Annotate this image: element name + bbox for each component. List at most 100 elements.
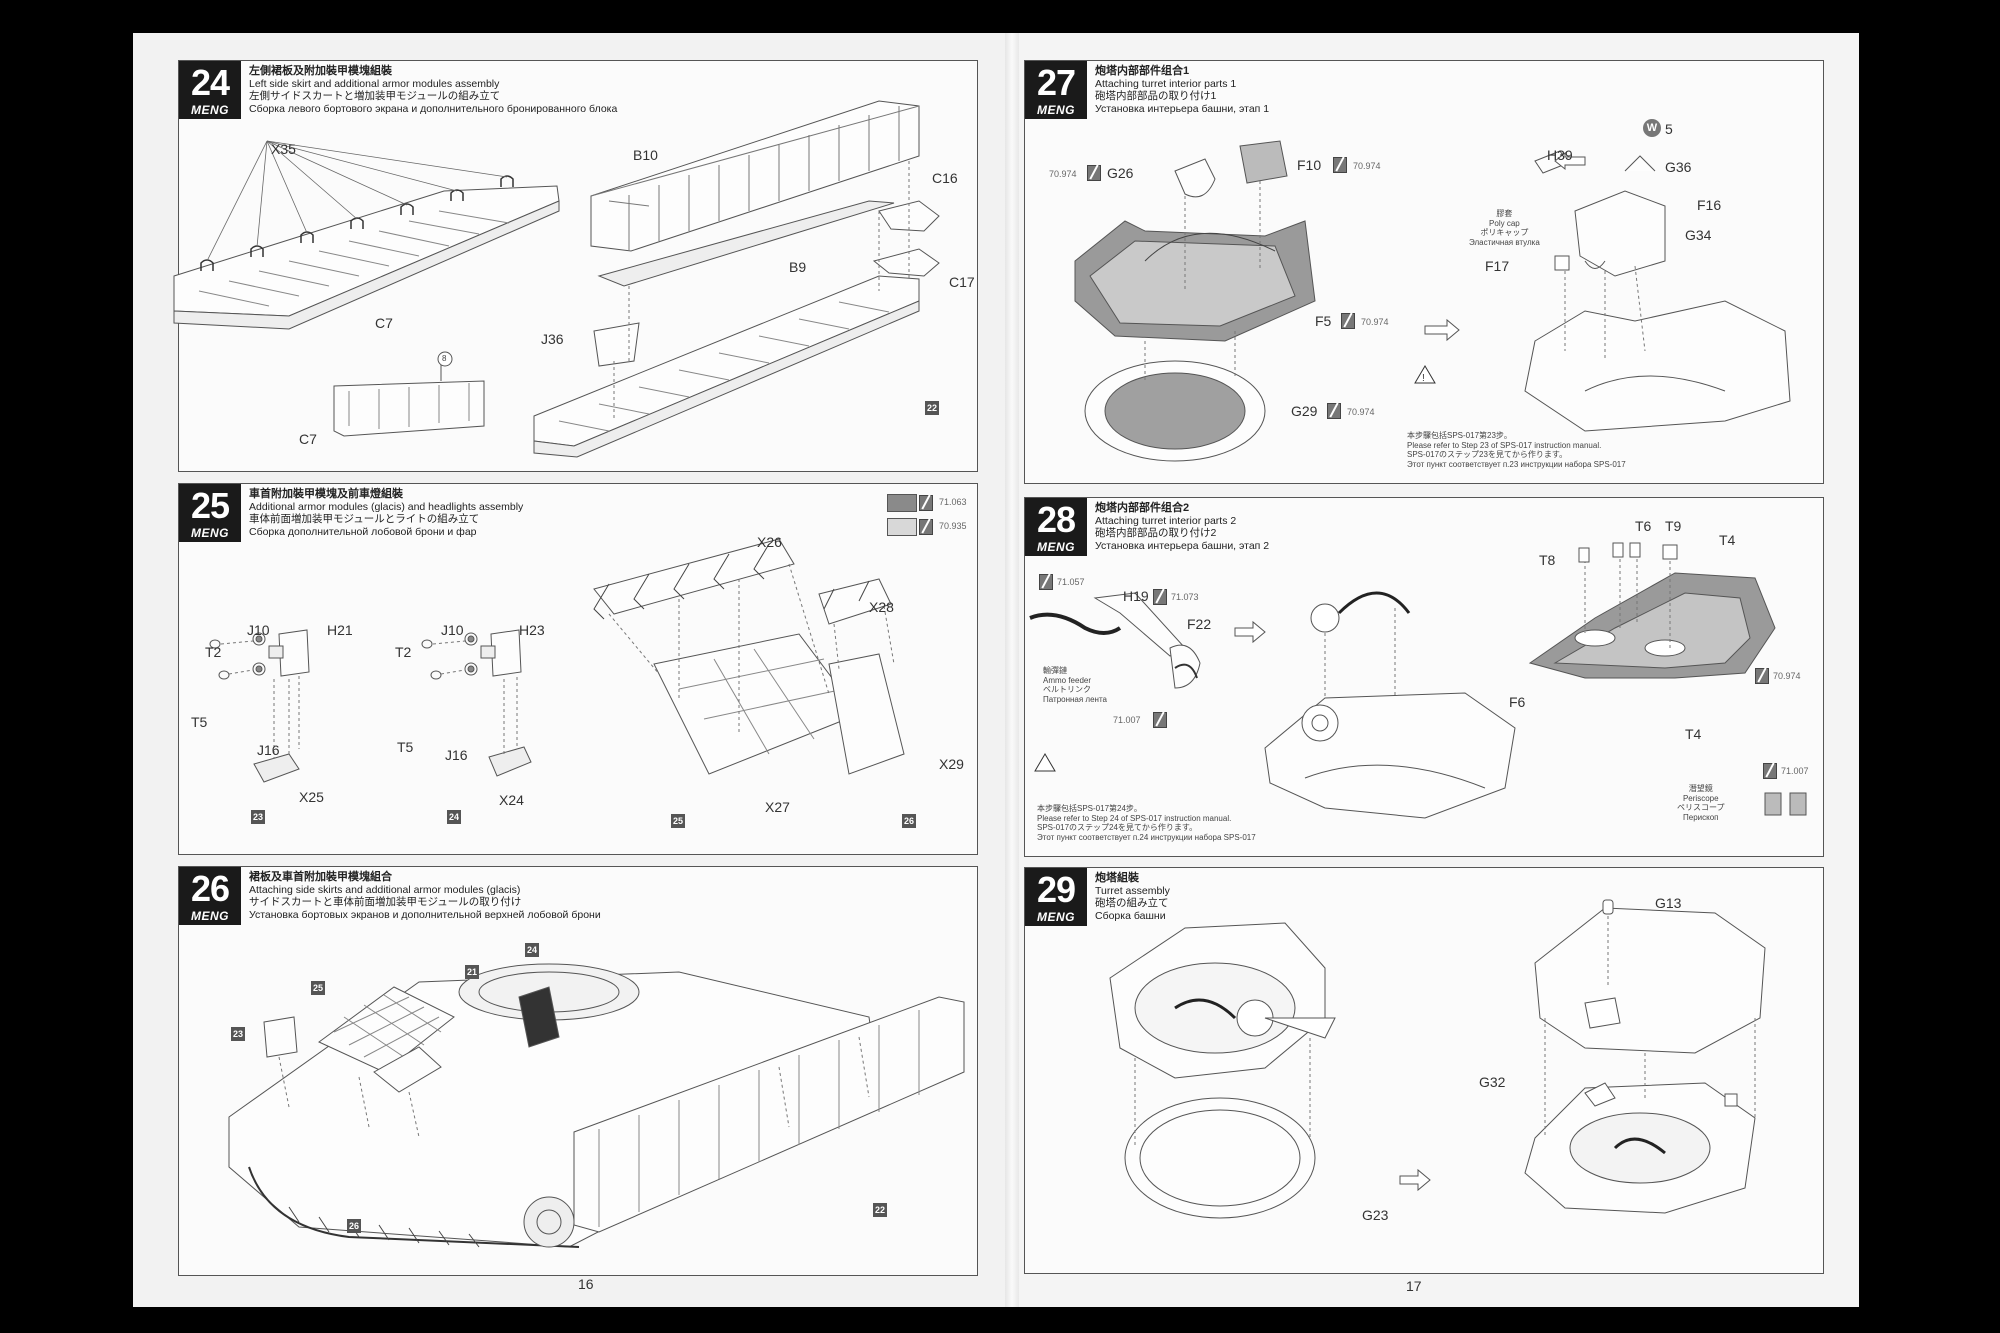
label-t8: T8 xyxy=(1539,552,1556,568)
note-jp: SPS-017のステップ24を見てから作ります。 xyxy=(1037,823,1198,832)
title-ru: Установка бортовых экранов и дополнитель… xyxy=(249,908,601,921)
paint-code: 70.974 xyxy=(1361,317,1389,327)
label-w5: 5 xyxy=(1665,121,1673,137)
step-titles: 炮塔組裝 Turret assembly 砲塔の組み立て Сборка башн… xyxy=(1095,872,1170,922)
ref-26: 26 xyxy=(902,814,916,828)
paint-icon xyxy=(1153,589,1167,605)
meng-logo: MENG xyxy=(191,526,229,540)
ref-23: 23 xyxy=(231,1027,245,1041)
label-c7: C7 xyxy=(375,315,393,331)
title-jp: 砲塔の組み立て xyxy=(1095,897,1169,909)
paint-code: 70.974 xyxy=(1773,671,1801,681)
note-cn: 本步驟包括SPS-017第24步。 xyxy=(1037,804,1142,813)
step-29-panel: 29 MENG 炮塔組裝 Turret assembly 砲塔の組み立て Сбо… xyxy=(1024,867,1824,1274)
title-ru: Сборка левого бортового экрана и дополни… xyxy=(249,102,618,115)
step-28-panel: 28 MENG 炮塔内部部件组合2 Attaching turret inter… xyxy=(1024,497,1824,857)
title-cn: 左側裙板及附加裝甲模塊組裝 xyxy=(249,65,392,77)
meng-logo: MENG xyxy=(191,103,229,117)
step-note: 本步驟包括SPS-017第24步。 Please refer to Step 2… xyxy=(1037,804,1256,842)
label-f10: F10 xyxy=(1297,157,1322,173)
title-cn: 裙板及車首附加裝甲模塊組合 xyxy=(249,871,392,883)
paint-icon xyxy=(1153,712,1167,728)
paint-code: 70.974 xyxy=(1049,169,1077,179)
title-jp: 砲塔内部部品の取り付け1 xyxy=(1095,90,1217,102)
paint-swatch-dark xyxy=(887,494,917,512)
periscope-en: Periscope xyxy=(1682,793,1719,803)
step-24-panel: 24 MENG 左側裙板及附加裝甲模塊組裝 Left side skirt an… xyxy=(178,60,978,472)
note-en: Please refer to Step 24 of SPS-017 instr… xyxy=(1037,813,1232,823)
paint-code: 71.007 xyxy=(1781,766,1809,776)
page-gutter xyxy=(1005,33,1019,1307)
step-26-panel: 26 MENG 裙板及車首附加裝甲模塊組合 Attaching side ski… xyxy=(178,866,978,1276)
ammo-cn: 輸彈鏈 xyxy=(1043,666,1067,675)
step-27-panel: 27 MENG 炮塔内部部件组合1 Attaching turret inter… xyxy=(1024,60,1824,484)
ammo-ru: Патронная лента xyxy=(1043,694,1107,704)
title-en: Additional armor modules (glacis) and he… xyxy=(249,500,524,513)
ref-24: 24 xyxy=(525,943,539,957)
page-number-right: 17 xyxy=(1406,1278,1422,1294)
paint-code: 71.063 xyxy=(939,497,967,507)
polycap-cn: 膠套 xyxy=(1496,209,1513,218)
label-h21: H21 xyxy=(327,622,353,638)
step-badge: 26 MENG xyxy=(179,867,241,925)
meng-logo: MENG xyxy=(1037,910,1075,924)
note-cn: 本步驟包括SPS-017第23步。 xyxy=(1407,431,1512,440)
label-f16: F16 xyxy=(1697,197,1722,213)
label-x35: X35 xyxy=(271,141,296,157)
label-f17: F17 xyxy=(1485,258,1510,274)
step-titles: 裙板及車首附加裝甲模塊組合 Attaching side skirts and … xyxy=(249,871,601,921)
title-jp: サイドスカートと車体前面増加装甲モジュールの取り付け xyxy=(249,896,522,908)
polycap-ru: Эластичная втулка xyxy=(1469,237,1540,247)
ref-21: 21 xyxy=(465,965,479,979)
circled-8: 8 xyxy=(442,354,447,363)
white-paint-icon: W xyxy=(1643,119,1661,137)
ref-22: 22 xyxy=(925,401,939,415)
step-badge: 24 MENG xyxy=(179,61,241,119)
step-28-illustration xyxy=(1025,498,1823,856)
label-c17: C17 xyxy=(949,274,975,290)
periscope-jp: ペリスコープ xyxy=(1677,803,1725,812)
label-j10: J10 xyxy=(247,622,270,638)
label-j16: J16 xyxy=(445,747,468,763)
label-g32: G32 xyxy=(1479,1074,1506,1090)
paint-code: 70.974 xyxy=(1347,407,1375,417)
paint-icon xyxy=(1763,763,1777,779)
step-titles: 車首附加裝甲模塊及前車燈組裝 Additional armor modules … xyxy=(249,488,523,538)
ref-23: 23 xyxy=(251,810,265,824)
label-t2: T2 xyxy=(205,644,222,660)
title-ru: Установка интерьера башни, этап 2 xyxy=(1095,539,1270,552)
step-27-illustration: ! xyxy=(1025,61,1823,483)
label-g23: G23 xyxy=(1362,1207,1389,1223)
title-cn: 炮塔内部部件组合1 xyxy=(1095,65,1190,77)
label-t5: T5 xyxy=(191,714,208,730)
periscope-note: 潛望鏡 Periscope ペリスコープ Перископ xyxy=(1677,784,1725,822)
step-note: 本步驟包括SPS-017第23步。 Please refer to Step 2… xyxy=(1407,431,1626,469)
title-en: Attaching side skirts and additional arm… xyxy=(249,883,521,896)
label-h39: H39 xyxy=(1547,147,1573,163)
ref-25: 25 xyxy=(311,981,325,995)
paint-icon xyxy=(1327,403,1341,419)
label-t6: T6 xyxy=(1635,518,1652,534)
step-number: 25 xyxy=(190,485,230,526)
label-x28: X28 xyxy=(869,599,894,615)
step-24-illustration xyxy=(179,61,977,471)
paint-icon xyxy=(1341,313,1355,329)
step-badge: 29 MENG xyxy=(1025,868,1087,926)
label-j36: J36 xyxy=(541,331,564,347)
ref-26: 26 xyxy=(347,1219,361,1233)
step-number: 29 xyxy=(1036,869,1076,910)
label-t9: T9 xyxy=(1665,518,1682,534)
ammo-feeder-note: 輸彈鏈 Ammo feeder ベルトリンク Патронная лента xyxy=(1043,666,1107,704)
title-cn: 炮塔内部部件组合2 xyxy=(1095,502,1190,514)
step-number: 24 xyxy=(190,62,230,103)
label-h23: H23 xyxy=(519,622,545,638)
periscope-ru: Перископ xyxy=(1683,812,1719,822)
label-g26: G26 xyxy=(1107,165,1134,181)
title-en: Turret assembly xyxy=(1095,884,1170,897)
paint-code: 71.057 xyxy=(1057,577,1085,587)
label-h19: H19 xyxy=(1123,588,1149,604)
title-ru: Сборка башни xyxy=(1095,909,1166,922)
svg-text:!: ! xyxy=(1422,373,1425,384)
paint-icon xyxy=(1755,668,1769,684)
meng-logo: MENG xyxy=(1037,103,1075,117)
